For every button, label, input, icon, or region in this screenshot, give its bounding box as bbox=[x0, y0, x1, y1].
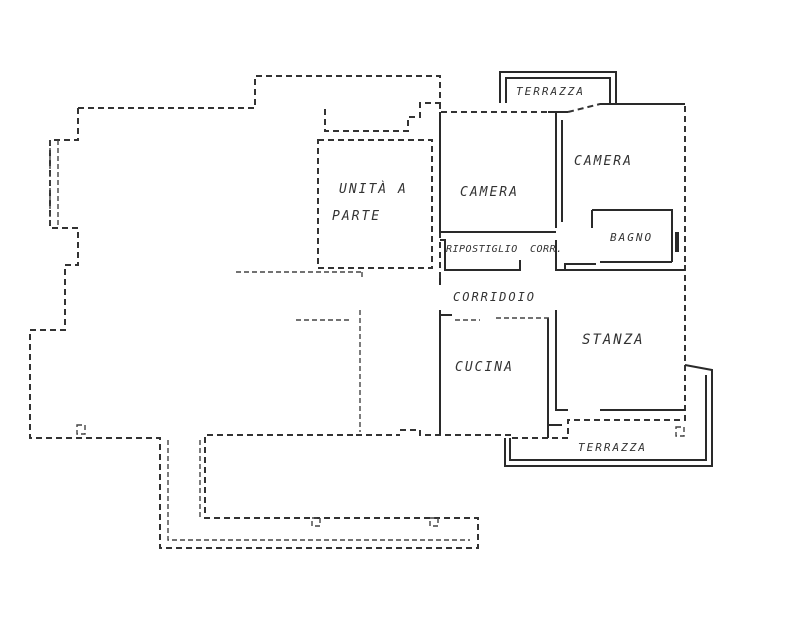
left-balcony bbox=[49, 140, 59, 228]
interior-wall-upper bbox=[236, 271, 363, 280]
label-unita-line2: PARTE bbox=[332, 209, 381, 224]
terrazza-bottom-frame bbox=[504, 364, 713, 467]
bottom-balcony-post-1 bbox=[311, 517, 321, 527]
label-ripostiglio: RIPOSTIGLIO bbox=[446, 244, 518, 255]
cucina-walls bbox=[439, 310, 562, 438]
terrazza-bottom-post bbox=[675, 426, 685, 437]
label-camera-left: CAMERA bbox=[460, 185, 519, 200]
label-bagno: BAGNO bbox=[610, 231, 653, 244]
label-terrazza-bottom: TERRAZZA bbox=[578, 441, 647, 454]
apartment-bottom-walls bbox=[356, 429, 420, 436]
unita-a-parte-walls bbox=[317, 139, 433, 269]
terrazza-top-frame bbox=[499, 71, 617, 103]
corridor-divider bbox=[455, 317, 550, 321]
ripostiglio-walls bbox=[439, 239, 596, 285]
bottom-balcony bbox=[167, 440, 470, 541]
camera-left-walls bbox=[439, 111, 568, 233]
left-corner-post bbox=[76, 424, 86, 435]
label-cucina: CUCINA bbox=[455, 360, 514, 375]
camera-right-walls bbox=[561, 103, 685, 222]
label-corr: CORR. bbox=[530, 244, 563, 255]
interior-wall-mid bbox=[296, 310, 361, 432]
bottom-balcony-post-2 bbox=[429, 517, 439, 527]
label-corridoio: CORRIDOIO bbox=[453, 290, 536, 304]
label-camera-right: CAMERA bbox=[574, 154, 633, 169]
label-terrazza-top: TERRAZZA bbox=[516, 85, 585, 98]
label-stanza: STANZA bbox=[582, 332, 645, 348]
outer-wall-left-unit bbox=[29, 75, 479, 549]
label-unita-line1: UNITÀ A bbox=[339, 181, 408, 197]
stanza-walls bbox=[555, 269, 685, 411]
bagno-walls bbox=[591, 209, 673, 263]
